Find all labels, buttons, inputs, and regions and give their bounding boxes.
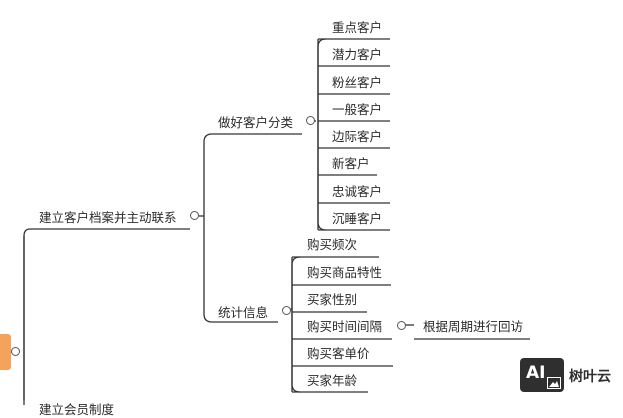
mountain-image-icon	[547, 377, 561, 389]
group-statistics-label[interactable]: 统计信息	[218, 305, 269, 320]
sub-item-revisit[interactable]: 根据周期进行回访	[423, 319, 524, 334]
list-item[interactable]: 粉丝客户	[332, 75, 383, 90]
collapse-toggle-root[interactable]	[11, 347, 20, 356]
collapse-toggle-branch-a[interactable]	[190, 211, 199, 220]
branch-b-label[interactable]: 建立会员制度	[39, 402, 115, 417]
list-item[interactable]: 沉睡客户	[332, 211, 383, 226]
list-item[interactable]: 购买频次	[307, 237, 358, 252]
collapse-toggle-statistics[interactable]	[282, 306, 291, 315]
list-item[interactable]: 买家性别	[307, 292, 358, 307]
brand-name: 树叶云	[569, 369, 611, 385]
group-classification-label[interactable]: 做好客户分类	[218, 115, 294, 130]
list-item[interactable]: 潜力客户	[332, 47, 383, 62]
list-item[interactable]: 购买时间间隔	[307, 319, 383, 334]
branch-a-label[interactable]: 建立客户档案并主动联系	[39, 210, 177, 225]
list-item[interactable]: 边际客户	[332, 129, 383, 144]
list-item[interactable]: 一般客户	[332, 102, 383, 117]
collapse-toggle-interval[interactable]	[397, 321, 406, 330]
brand-logo: AI	[520, 358, 564, 392]
root-topic[interactable]	[0, 334, 11, 370]
list-item[interactable]: 忠诚客户	[332, 184, 383, 199]
list-item[interactable]: 购买商品特性	[307, 265, 383, 280]
connector-lines	[11, 38, 530, 405]
list-item[interactable]: 购买客单价	[307, 346, 370, 361]
list-item[interactable]: 新客户	[332, 156, 370, 171]
list-item[interactable]: 重点客户	[332, 20, 383, 35]
list-item[interactable]: 买家年龄	[307, 373, 358, 388]
collapse-toggle-classification[interactable]	[306, 116, 315, 125]
watermark: AI 树叶云	[520, 358, 620, 396]
